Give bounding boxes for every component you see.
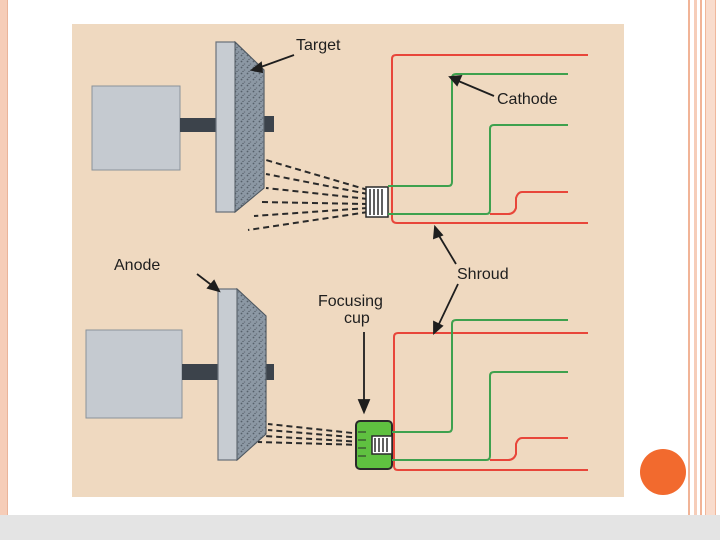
label-focusing-cup-line2: cup bbox=[344, 310, 370, 327]
label-cathode: Cathode bbox=[497, 91, 558, 108]
top-wires bbox=[388, 54, 588, 224]
bottom-target-surface bbox=[236, 287, 267, 462]
decorative-circle bbox=[640, 449, 686, 495]
bottom-green-cathode-inner bbox=[392, 371, 568, 461]
label-shroud: Shroud bbox=[457, 266, 509, 283]
top-red-shroud bbox=[391, 54, 588, 224]
top-red-lower bbox=[490, 191, 568, 215]
bottom-red-shroud bbox=[393, 332, 588, 471]
label-target: Target bbox=[296, 37, 341, 54]
top-anode-assembly bbox=[91, 40, 274, 214]
right-border-stripe bbox=[694, 0, 697, 540]
bottom-electron-beam bbox=[257, 423, 363, 446]
bottom-red-lower bbox=[490, 437, 568, 461]
bottom-green-cathode-outer bbox=[392, 319, 568, 433]
top-green-cathode-outer bbox=[388, 73, 568, 187]
top-anode-stem bbox=[180, 118, 222, 132]
label-anode: Anode bbox=[114, 257, 161, 274]
right-border-stripe bbox=[705, 0, 716, 540]
top-green-cathode-inner bbox=[388, 124, 568, 215]
bottom-focusing-cup bbox=[355, 420, 393, 470]
left-border-stripe bbox=[0, 0, 8, 540]
bottom-wires bbox=[392, 319, 588, 471]
bottom-anode-assembly bbox=[85, 287, 274, 462]
top-rotor-block bbox=[91, 85, 181, 171]
right-border-stripe bbox=[700, 0, 702, 540]
top-target-surface bbox=[234, 40, 265, 214]
top-anode-hub bbox=[264, 116, 274, 132]
right-border-stripe bbox=[688, 0, 690, 540]
diagram-drawing bbox=[85, 40, 588, 471]
top-filament bbox=[365, 186, 389, 218]
top-electron-beam bbox=[247, 159, 369, 231]
bottom-rotor-block bbox=[85, 329, 183, 419]
label-focusing-cup-line1: Focusing bbox=[318, 293, 383, 310]
xray-tube-diagram: Target Cathode Anode Shroud Focusing cup bbox=[72, 24, 624, 497]
bottom-anode-stem bbox=[182, 364, 222, 380]
bottom-anode-hub bbox=[264, 364, 274, 380]
bottom-bar bbox=[0, 515, 720, 540]
leader-arrows bbox=[196, 54, 495, 415]
